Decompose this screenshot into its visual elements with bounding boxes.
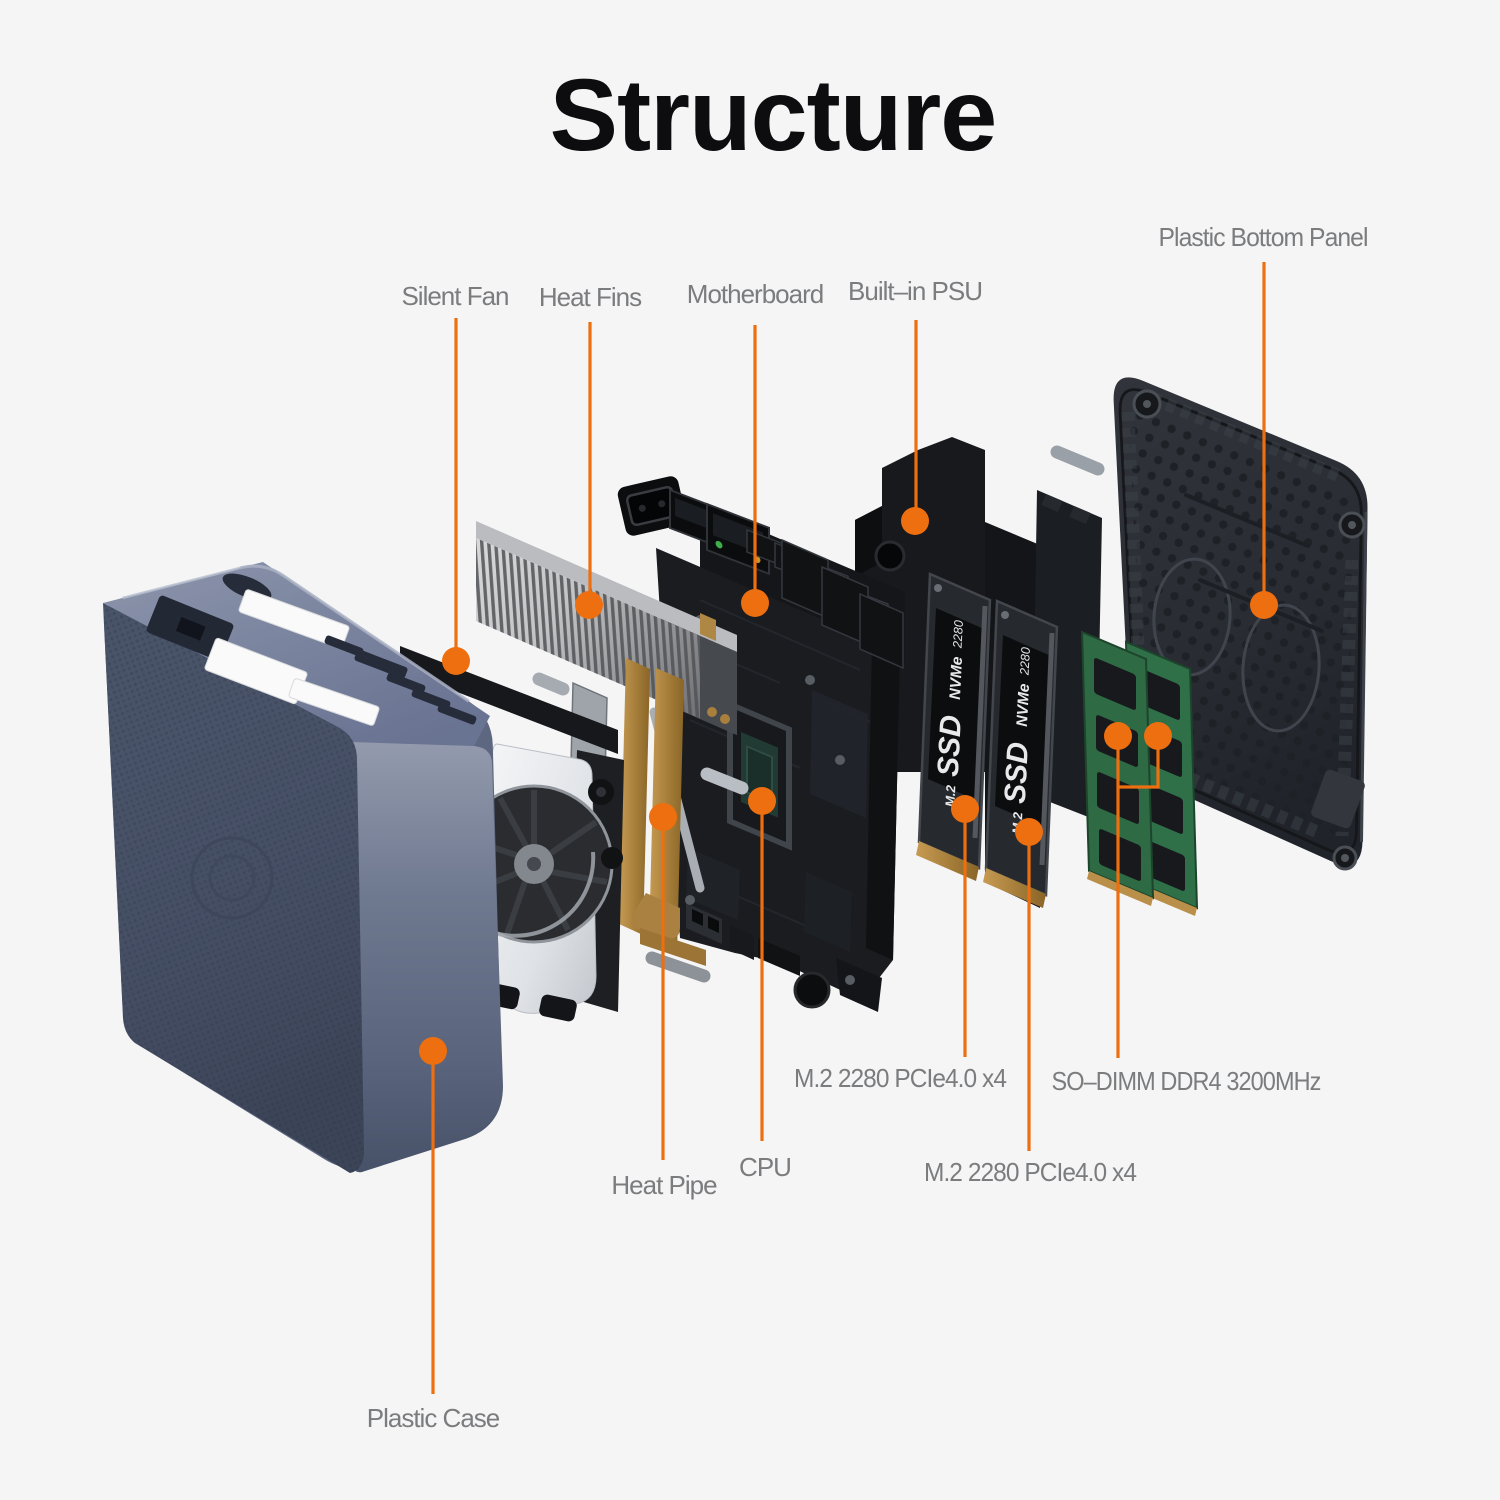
svg-text:NVMe: NVMe — [1014, 683, 1033, 727]
svg-text:Plastic Case: Plastic Case — [367, 1403, 500, 1433]
svg-text:Built–in PSU: Built–in PSU — [848, 276, 982, 306]
svg-text:SSD: SSD — [999, 741, 1035, 804]
svg-text:CPU: CPU — [739, 1152, 791, 1182]
svg-text:NVMe: NVMe — [947, 656, 966, 700]
svg-text:M.2 2280 PCIe4.0 x4: M.2 2280 PCIe4.0 x4 — [794, 1063, 1007, 1093]
svg-text:M.2 2280 PCIe4.0 x4: M.2 2280 PCIe4.0 x4 — [924, 1157, 1137, 1187]
svg-text:Motherboard: Motherboard — [687, 279, 823, 309]
svg-text:Silent Fan: Silent Fan — [401, 281, 508, 311]
svg-text:SO–DIMM DDR4 3200MHz: SO–DIMM DDR4 3200MHz — [1052, 1066, 1321, 1096]
svg-text:Heat Pipe: Heat Pipe — [611, 1170, 717, 1200]
svg-text:2280: 2280 — [951, 620, 966, 650]
svg-text:SSD: SSD — [932, 714, 968, 777]
svg-text:2280: 2280 — [1018, 647, 1033, 677]
svg-text:Heat Fins: Heat Fins — [539, 282, 642, 312]
svg-text:Plastic Bottom Panel: Plastic Bottom Panel — [1159, 222, 1368, 252]
svg-text:Structure: Structure — [550, 57, 997, 172]
